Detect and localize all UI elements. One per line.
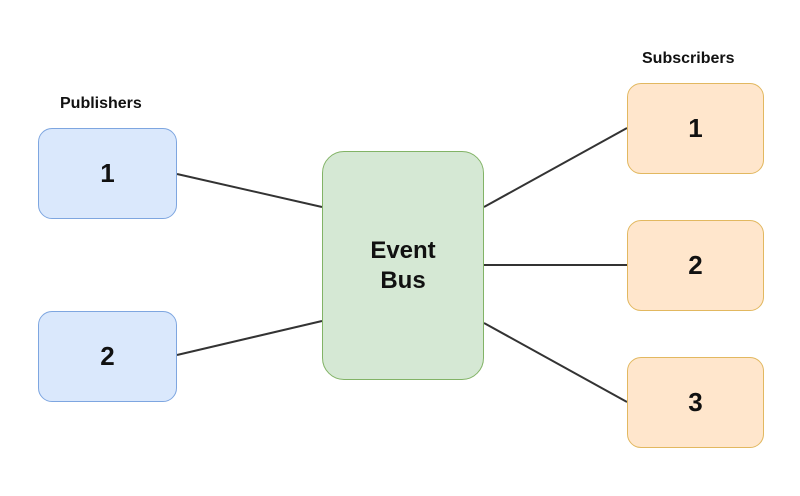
event-bus-label-line-1: Event <box>370 236 436 264</box>
publishers-title: Publishers <box>60 95 142 112</box>
subscriber-node-3: 3 <box>627 357 764 448</box>
publisher-node-1-label: 1 <box>100 158 115 188</box>
publisher-node-2-label: 2 <box>100 341 115 371</box>
publisher-node-1: 1 <box>38 128 177 219</box>
subscriber-node-1-label: 1 <box>688 113 703 143</box>
connector-publisher-2-to-bus <box>176 320 323 356</box>
subscriber-node-2: 2 <box>627 220 764 311</box>
event-bus-label-line-2: Bus <box>380 266 426 294</box>
event-bus-node: Event Bus <box>322 151 484 380</box>
subscribers-title: Subscribers <box>642 50 735 67</box>
connector-bus-to-subscriber-3 <box>483 322 628 403</box>
connector-bus-to-subscriber-1 <box>483 127 628 208</box>
publisher-node-2: 2 <box>38 311 177 402</box>
connector-publisher-1-to-bus <box>176 173 323 208</box>
subscriber-node-3-label: 3 <box>688 387 703 417</box>
subscriber-node-2-label: 2 <box>688 250 703 280</box>
subscriber-node-1: 1 <box>627 83 764 174</box>
